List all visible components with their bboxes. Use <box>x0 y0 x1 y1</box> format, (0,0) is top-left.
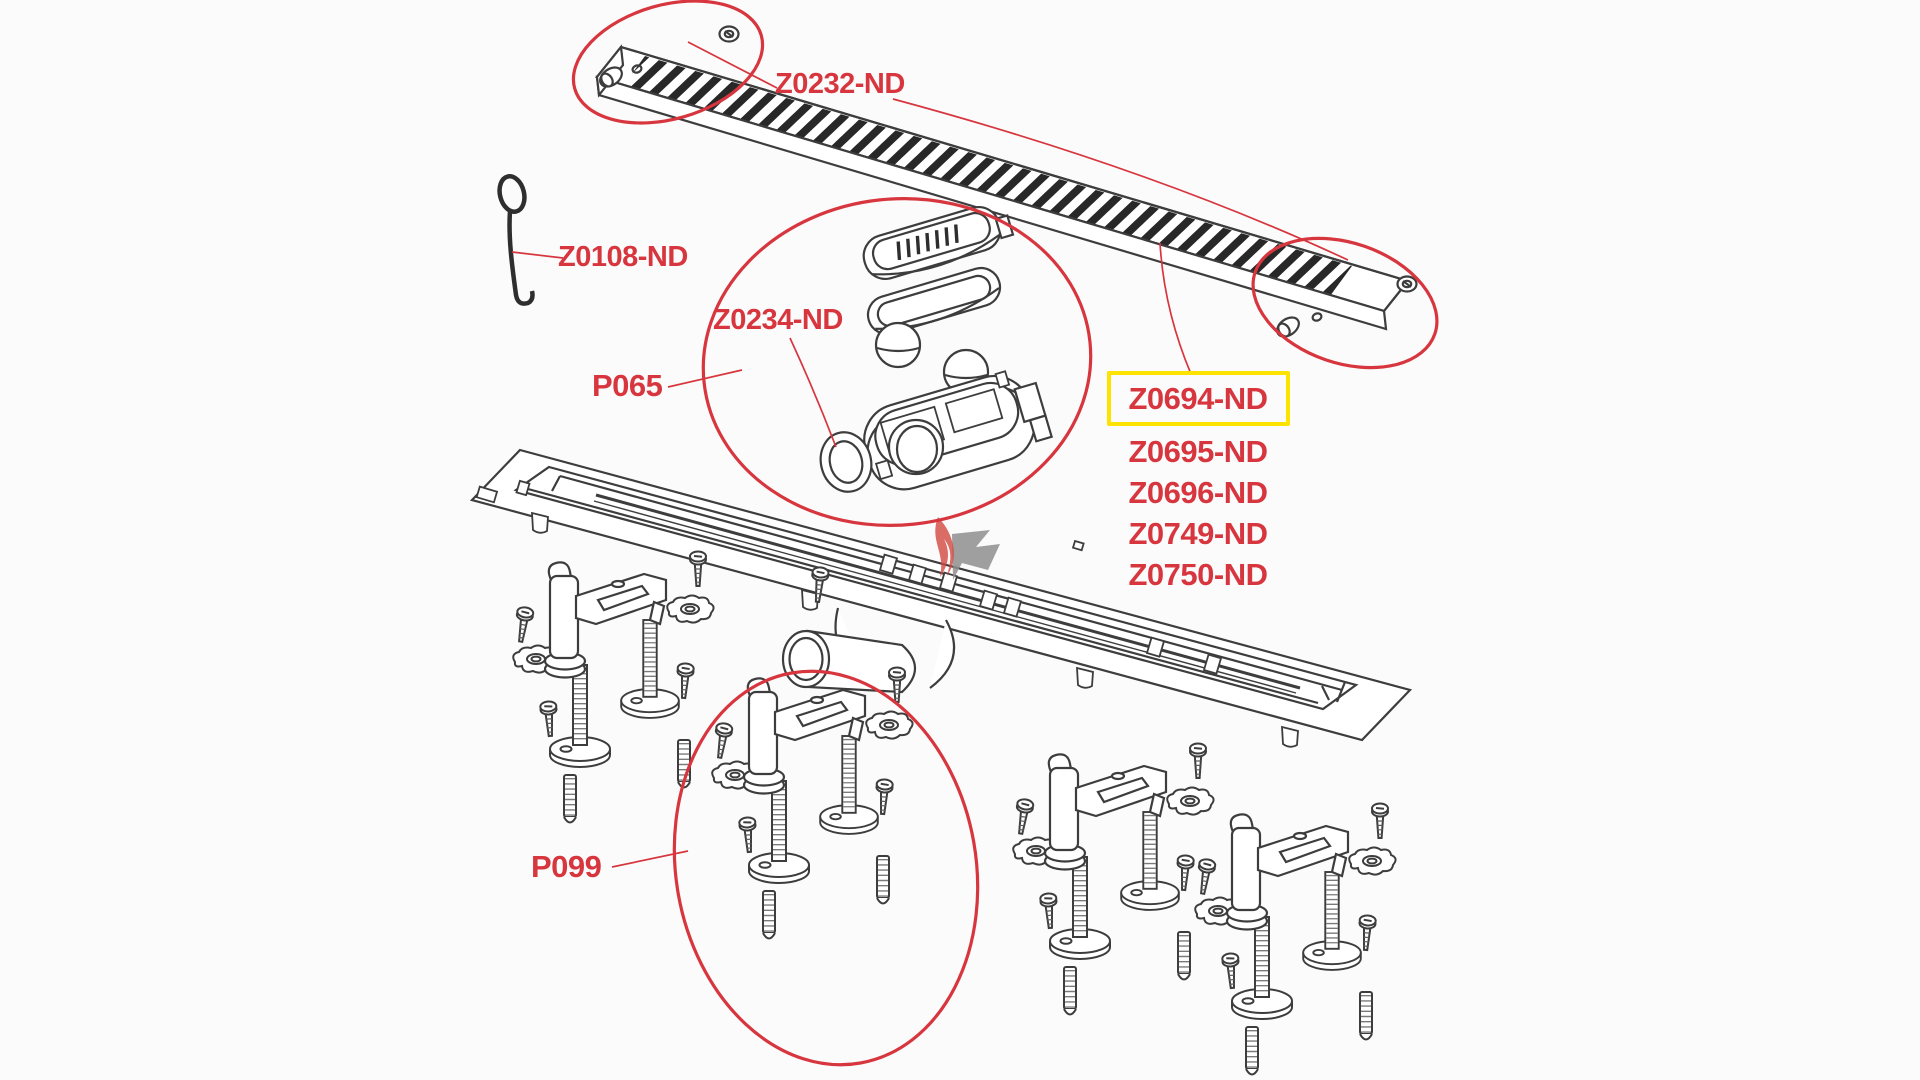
leader-grate-right <box>892 98 1349 261</box>
part-label-grate: Z0232-ND <box>775 68 905 100</box>
channel-feet <box>531 511 1299 748</box>
brand-watermark <box>935 517 1000 580</box>
grate-part-number-list: Z0694-ND Z0695-ND Z0696-ND Z0749-ND Z075… <box>1082 371 1314 590</box>
cleaning-hook-tool <box>497 174 535 306</box>
part-label-seal: Z0234-ND <box>713 304 843 336</box>
flame-icon <box>935 517 954 577</box>
oval-gasket <box>866 266 1002 336</box>
leader-lines <box>511 41 1349 868</box>
part-number: Z0696-ND <box>1128 475 1269 510</box>
trap-cover-cap <box>862 206 1015 280</box>
feet-circle <box>672 669 980 1067</box>
trap-inlet-hole <box>887 418 945 476</box>
part-number: Z0695-ND <box>1128 434 1269 469</box>
grate-right-end-circle <box>1251 236 1439 370</box>
grate-left-end-circle <box>571 0 765 125</box>
part-number-highlighted: Z0694-ND <box>1106 371 1290 426</box>
part-label-trap: P065 <box>592 368 663 403</box>
foot-assembly-middle <box>1013 744 1214 1015</box>
leader-part-list <box>1159 242 1192 375</box>
part-number: Z0750-ND <box>1128 557 1269 592</box>
grate-screw <box>718 25 740 43</box>
leader-trap <box>667 369 743 388</box>
siphon-trap-assembly <box>819 206 1054 493</box>
leader-feet <box>611 850 689 868</box>
part-label-feet: P099 <box>531 849 602 884</box>
leader-hook <box>511 251 564 259</box>
part-label-hook: Z0108-ND <box>558 241 688 273</box>
siphon-circle <box>701 197 1093 527</box>
cap-grille <box>896 224 959 261</box>
callout-ellipses <box>571 0 1439 1067</box>
foot-assembly-right <box>1195 804 1396 1075</box>
grate-slots <box>623 56 1352 296</box>
foot-assembly-circled <box>712 668 913 939</box>
loose-screw <box>1276 316 1300 338</box>
part-number: Z0749-ND <box>1128 516 1269 551</box>
o-ring-seal <box>819 431 873 493</box>
float-ball <box>874 321 922 369</box>
grate-screw <box>1396 275 1418 293</box>
loose-screw <box>599 66 623 88</box>
leader-grate-left <box>687 41 778 89</box>
leader-seal <box>789 337 837 448</box>
drain-grate <box>595 25 1418 338</box>
